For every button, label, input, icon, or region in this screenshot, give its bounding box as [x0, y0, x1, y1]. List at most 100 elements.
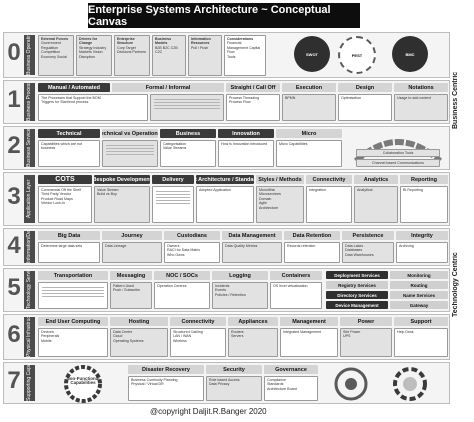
- end-user-computing-header: End User Computing: [38, 317, 108, 326]
- non-functional-label: Non-Functional Capabilities: [66, 376, 100, 386]
- box-text: The Processes that Support the BOM: [41, 96, 101, 100]
- data-retention-header: Data Retention: [284, 231, 340, 240]
- box-heading: External Forces: [41, 37, 68, 41]
- power-header: Power: [340, 317, 392, 326]
- technical-header: Technical: [38, 129, 100, 138]
- box-text: Data Lakes: [345, 244, 364, 248]
- design-box: Optimisation: [338, 94, 392, 121]
- box-text: Owners: [167, 244, 180, 248]
- tech-vs-op-header: Technical vs Operational: [102, 129, 158, 138]
- box-text: BI Reporting: [403, 188, 423, 192]
- business-header: Business: [160, 129, 216, 138]
- micro-header: Micro: [276, 129, 342, 138]
- box-heading: Business Models: [155, 37, 171, 46]
- styles-header: Styles / Methods: [256, 175, 304, 184]
- row-number: 7: [7, 367, 21, 394]
- data-management-header: Data Management: [222, 231, 282, 240]
- row-label: Information/Data: [24, 231, 35, 263]
- connectivity-box: Integration: [306, 186, 352, 223]
- pest-circle: PEST: [338, 36, 376, 74]
- box-text: Who Owns: [167, 252, 185, 257]
- box-text: Build vs Buy: [97, 192, 117, 197]
- box-text: UPS: [343, 334, 351, 339]
- noc-socs-header: NOC / SOCs: [154, 271, 210, 280]
- row-label: Technology Services: [24, 271, 35, 309]
- containers-box: OS level virtualisation: [270, 282, 322, 309]
- box-text: Devices: [41, 330, 54, 334]
- big-data-header: Big Data: [38, 231, 100, 240]
- box-text: Site Power: [343, 330, 361, 334]
- channel-communications-box: Channel based Communications: [356, 159, 440, 167]
- box-text: Business Continuity Planning: [131, 378, 178, 382]
- journey-header: Journey: [102, 231, 162, 240]
- manual-automated-header: Manual / Automated: [38, 83, 110, 92]
- technical-box: Capabilities which are not business: [38, 140, 100, 167]
- row-3: 3 Application Layer COTS Bespoke Develop…: [3, 172, 450, 226]
- box-text: Monolithic: [259, 188, 276, 192]
- copyright-text: @copyright Daljit.R.Banger 2020: [150, 407, 267, 416]
- box-text: Architecture: [259, 205, 279, 210]
- notations-header: Notations: [394, 83, 448, 92]
- straight-calloff-header: Straight / Call Off: [226, 83, 280, 92]
- business-centric-label: Business Centric: [452, 71, 459, 129]
- row-7: 7 Supporting Capabilities Non-Functional…: [3, 362, 450, 404]
- execution-header: Execution: [282, 83, 336, 92]
- innovation-header: Innovation: [218, 129, 274, 138]
- row-4: 4 Information/Data Big Data Journey Cust…: [3, 228, 450, 266]
- innovation-box: How is Innovation introduced: [218, 140, 274, 167]
- device-management-chip: Device Management: [326, 301, 388, 309]
- technology-centric-label: Technology Centric: [452, 252, 459, 318]
- box-text: Product Road Maps: [41, 196, 73, 201]
- row-1: 1 Business Process Manual / Automated Fo…: [3, 80, 450, 124]
- messaging-header: Messaging: [110, 271, 152, 280]
- security-header: Security: [206, 365, 262, 374]
- box-text: Value Stream: [97, 188, 119, 192]
- box-text: Value Streams: [163, 146, 187, 151]
- box-heading: Drivers for Change: [79, 37, 98, 46]
- box-text: Financial Management Capital Flow: [227, 41, 261, 55]
- reporting-box: BI Reporting: [400, 186, 448, 223]
- reporting-header: Reporting: [400, 175, 448, 184]
- box-text: Optimisation: [341, 96, 361, 100]
- hosting-header: Hosting: [110, 317, 168, 326]
- box-text: How is Innovation introduced: [221, 142, 268, 146]
- design-header: Design: [338, 83, 392, 92]
- box-text: Routers: [231, 330, 244, 334]
- box-text: Peripherals: [41, 334, 60, 339]
- box-text: Integrated Management: [283, 330, 322, 334]
- box-text: Determine large data sets: [41, 244, 83, 248]
- data-retention-box: Records retention: [284, 242, 340, 263]
- data-management-box: Data Quality Metrics: [222, 242, 282, 263]
- box-text: Push / Subscribe: [113, 288, 141, 293]
- box-text: Integration: [309, 188, 326, 192]
- row-5: 5 Technology Services Transportation Mes…: [3, 268, 450, 312]
- row-number: 5: [7, 274, 21, 301]
- persistence-header: Persistence: [342, 231, 394, 240]
- box-heading: Enterprise Structure: [117, 37, 135, 46]
- box-text: Strategy Industry Markets Vision Disrupt…: [79, 45, 107, 59]
- box-text: Third Party Vendor: [41, 192, 71, 197]
- box-text: Cloud: [113, 334, 123, 339]
- bmc-circle: BMC: [392, 36, 428, 72]
- box-text: BPMN: [285, 96, 296, 100]
- box-text: Pull / Push: [191, 45, 209, 50]
- row-label: Business Operating Model: [24, 35, 35, 75]
- integrity-header: Integrity: [396, 231, 448, 240]
- row-label: Physical Infrastructure: [24, 317, 35, 357]
- management-header: Management: [280, 317, 338, 326]
- notations-box: Usage to add context: [394, 94, 448, 121]
